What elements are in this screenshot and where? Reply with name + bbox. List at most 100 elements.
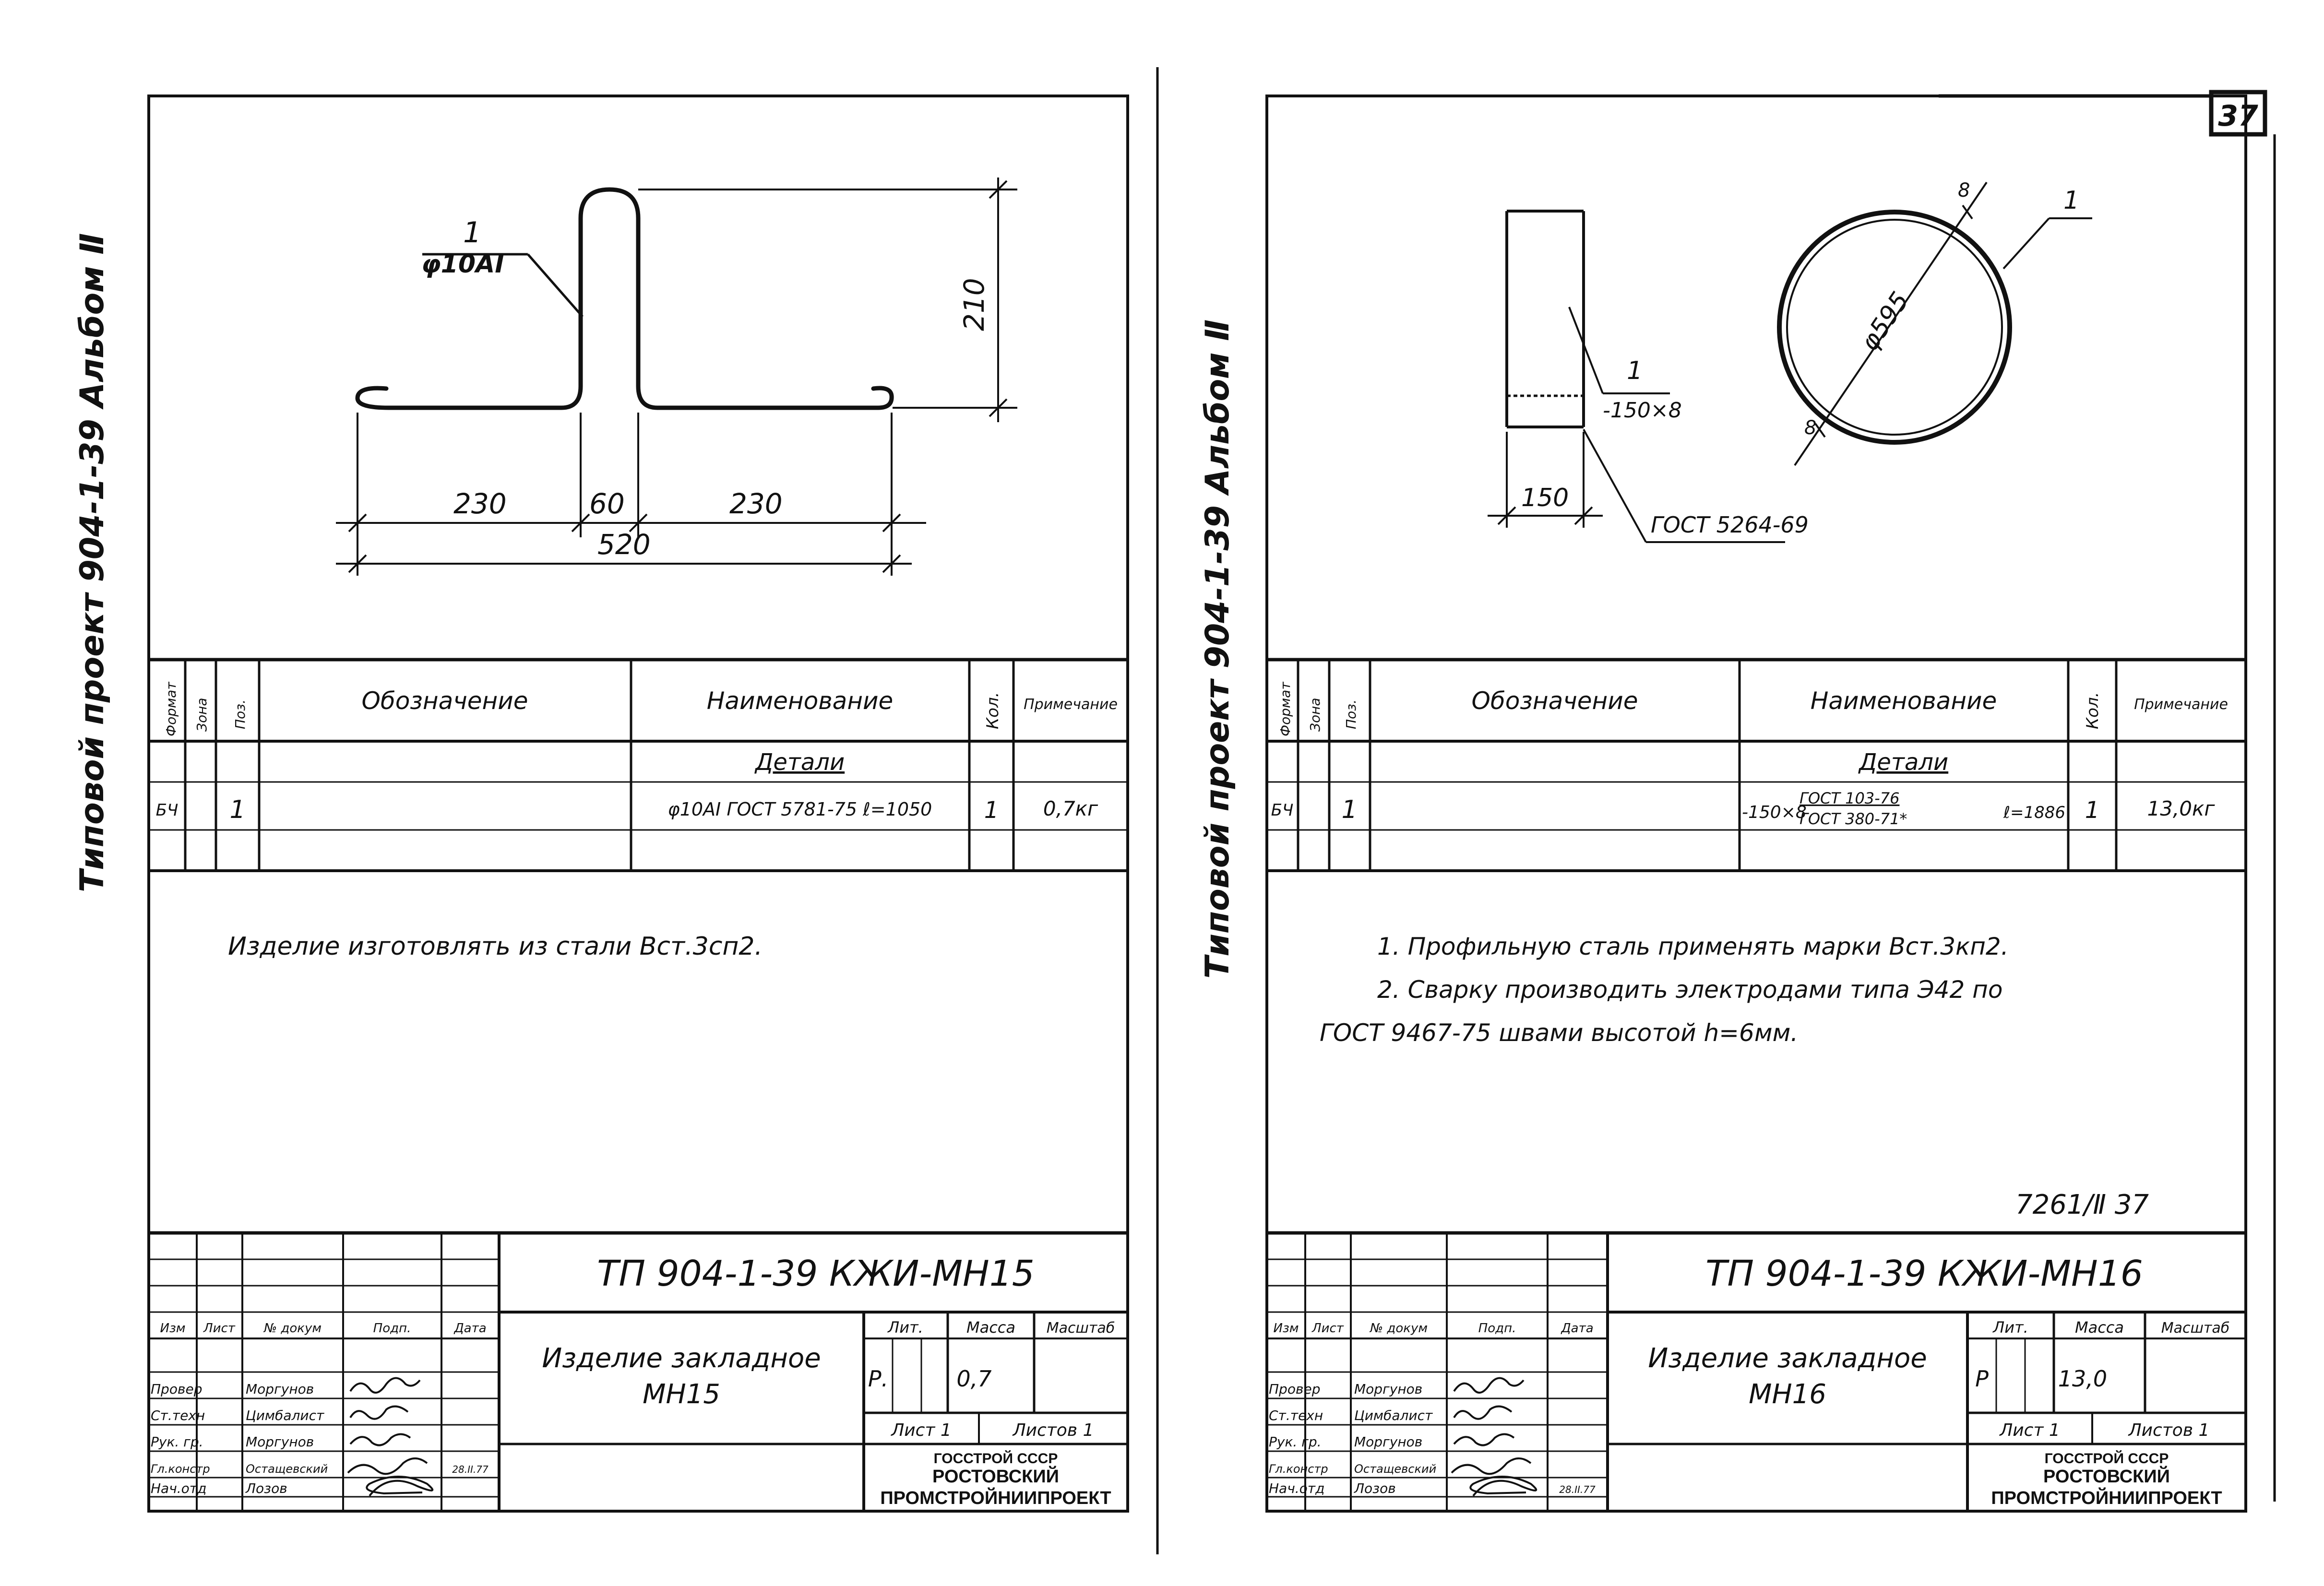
stamp2-title-2: МН16 bbox=[1749, 1379, 1826, 1410]
row2-note: 13,0кг bbox=[2147, 797, 2216, 820]
sheet-label: Лист 1 bbox=[890, 1420, 952, 1440]
bar-label: φ10AI bbox=[421, 250, 504, 279]
ring-pos: 1 bbox=[2063, 186, 2079, 215]
strip-pos: 1 bbox=[1627, 356, 1643, 385]
dim-520: 520 bbox=[597, 528, 651, 561]
ring-diameter-line bbox=[1794, 181, 1988, 466]
row2-name-a: -150×8 bbox=[1742, 803, 1807, 822]
role-1: Ст.техн bbox=[151, 1408, 205, 1423]
scale-hdr: Масштаб bbox=[1047, 1320, 1115, 1337]
dim-210-text: 210 bbox=[958, 278, 990, 331]
row2-pos: 1 bbox=[1341, 795, 1357, 824]
scale2-hdr: Масштаб bbox=[2161, 1320, 2230, 1337]
note-left: Изделие изготовлять из стали Вст.3сп2. bbox=[228, 932, 763, 961]
mass-hdr: Масса bbox=[966, 1318, 1015, 1337]
role2-2: Рук. гр. bbox=[1269, 1434, 1322, 1450]
name-4: Лозов bbox=[245, 1480, 287, 1496]
org-line-2: РОСТОВСКИЙ bbox=[932, 1465, 1059, 1487]
lit-value: Р. bbox=[868, 1366, 888, 1392]
dim-230-left: 230 bbox=[453, 487, 507, 520]
album-reference: 7261/Ⅱ 37 bbox=[2015, 1189, 2149, 1220]
hdr-designation: Обозначение bbox=[362, 687, 528, 715]
ring-diam-tick-1 bbox=[1814, 423, 1826, 438]
note-right-3: ГОСТ 9467-75 швами высотой h=6мм. bbox=[1320, 1019, 1798, 1047]
hdr-format: Формат bbox=[163, 682, 179, 736]
mass-value: 0,7 bbox=[956, 1366, 991, 1392]
row2-name-c: ℓ=1886 bbox=[2003, 803, 2065, 822]
ring-thk-1: 8 bbox=[1958, 179, 1970, 201]
section-details: Детали bbox=[754, 749, 845, 776]
pos-number-left: 1 bbox=[463, 216, 481, 249]
hdr2-format: Формат bbox=[1277, 682, 1293, 736]
name2-2: Моргунов bbox=[1354, 1434, 1422, 1450]
org2-line-2: РОСТОВСКИЙ bbox=[2043, 1465, 2170, 1487]
ring-plan-view bbox=[1777, 210, 2012, 445]
sheet-mh15: Типовой проект 904-1-39 Альбом Ⅱ 1 φ10AI… bbox=[73, 95, 1129, 1513]
row-format: БЧ bbox=[156, 801, 179, 820]
hdr2-qty: Кол. bbox=[2083, 692, 2102, 729]
page-number-box bbox=[2209, 90, 2267, 137]
role-3: Гл.констр bbox=[151, 1462, 210, 1476]
mass2-hdr: Масса bbox=[2075, 1318, 2124, 1337]
role2-3: Гл.констр bbox=[1269, 1462, 1328, 1476]
row-note: 0,7кг bbox=[1043, 797, 1098, 820]
hdr2-zone: Зона bbox=[1307, 698, 1323, 732]
col2-hdr-izm: Изм bbox=[1274, 1321, 1299, 1336]
name2-3: Остащевский bbox=[1354, 1462, 1436, 1476]
note-right-1: 1. Профильную сталь применять марки Вст.… bbox=[1377, 933, 2009, 960]
col-hdr-list: Лист bbox=[203, 1321, 236, 1336]
row-pos: 1 bbox=[229, 795, 245, 824]
ring-thk-2: 8 bbox=[1804, 417, 1816, 439]
sheet-frame-left bbox=[147, 95, 1129, 1513]
role-2: Рук. гр. bbox=[151, 1434, 203, 1450]
org-line-3: ПРОМСТРОЙНИИПРОЕКТ bbox=[880, 1487, 1111, 1508]
hdr2-pos: Поз. bbox=[1343, 699, 1359, 729]
sheets2-label: Листов 1 bbox=[2128, 1420, 2210, 1440]
org2-line-1: ГОССТРОЙ СССР bbox=[2045, 1450, 2169, 1467]
side-label-right: Типовой проект 904-1-39 Альбом Ⅱ bbox=[1199, 320, 1237, 979]
weld-gost: ГОСТ 5264-69 bbox=[1651, 512, 1809, 538]
role2-0: Провер bbox=[1269, 1381, 1320, 1397]
row-name: φ10AI ГОСТ 5781-75 ℓ=1050 bbox=[668, 799, 932, 820]
name-2: Моргунов bbox=[246, 1434, 314, 1450]
ring-diam-tick-2 bbox=[1962, 204, 1973, 220]
row-qty: 1 bbox=[984, 797, 999, 824]
dim-150-text: 150 bbox=[1521, 484, 1569, 512]
stamp2-code: ТП 904-1-39 КЖИ-МН16 bbox=[1705, 1253, 2143, 1294]
hdr-name: Наименование bbox=[707, 687, 894, 715]
signatures-left bbox=[347, 1377, 434, 1497]
spec-table-left bbox=[149, 658, 1128, 872]
lit-hdr: Лит. bbox=[887, 1318, 923, 1337]
name2-0: Моргунов bbox=[1354, 1381, 1422, 1397]
dim-ext-lines bbox=[357, 413, 893, 576]
dim-60: 60 bbox=[589, 487, 625, 520]
note-right-2: 2. Сварку производить электродами типа Э… bbox=[1377, 976, 2002, 1004]
row2-qty: 1 bbox=[2085, 797, 2100, 824]
name-0: Моргунов bbox=[246, 1381, 314, 1397]
mass2-value: 13,0 bbox=[2058, 1366, 2107, 1392]
bar-drawing bbox=[355, 187, 894, 410]
strip-leader bbox=[1568, 307, 1604, 394]
spec-table-right bbox=[1267, 658, 2246, 872]
col-hdr-sign: Подп. bbox=[373, 1321, 411, 1336]
side-label-left: Типовой проект 904-1-39 Альбом Ⅱ bbox=[73, 233, 111, 892]
hdr2-designation: Обозначение bbox=[1472, 687, 1638, 715]
dim-210 bbox=[638, 178, 1017, 422]
hdr2-note: Примечание bbox=[2134, 696, 2228, 713]
org2-line-3: ПРОМСТРОЙНИИПРОЕКТ bbox=[1991, 1487, 2222, 1508]
row2-name-b1: ГОСТ 103-76 bbox=[1800, 789, 1899, 807]
sheet-mh16: Типовой проект 904-1-39 Альбом Ⅱ 1 -150×… bbox=[1199, 95, 2276, 1513]
section2-details: Детали bbox=[1858, 749, 1948, 776]
role2-1: Ст.техн bbox=[1269, 1408, 1323, 1423]
dim-230-right: 230 bbox=[729, 487, 783, 520]
role2-4: Нач.отд bbox=[1269, 1480, 1324, 1496]
stamp-code: ТП 904-1-39 КЖИ-МН15 bbox=[597, 1253, 1035, 1294]
strip-size: -150×8 bbox=[1603, 398, 1682, 423]
ring-leader bbox=[2002, 217, 2050, 270]
lit2-value: Р bbox=[1975, 1366, 1989, 1392]
sheet2-label: Лист 1 bbox=[1999, 1420, 2060, 1440]
col2-hdr-date: Дата bbox=[1561, 1321, 1593, 1336]
stamp2-title-1: Изделие закладное bbox=[1648, 1343, 1927, 1374]
bar-leader bbox=[527, 253, 584, 318]
